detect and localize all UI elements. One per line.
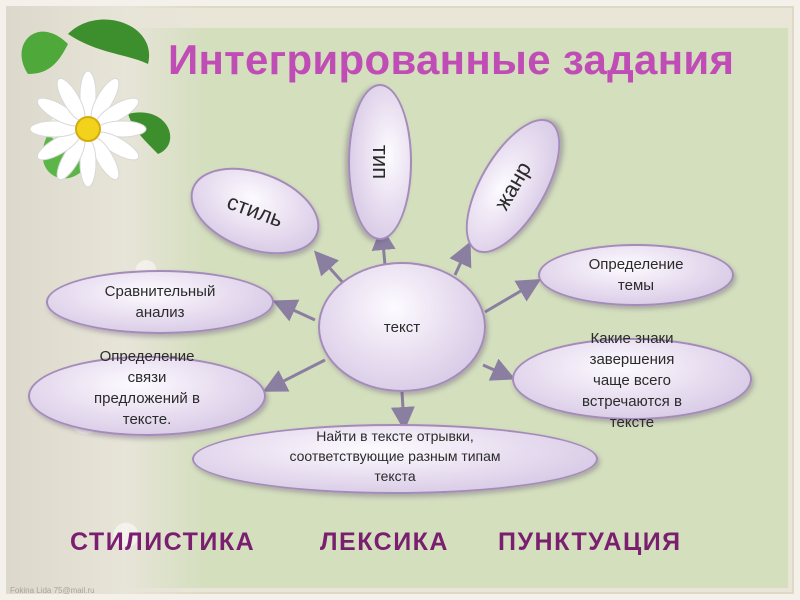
node-opredelenie-svyazi-label: Определение связи предложений в тексте. bbox=[94, 348, 200, 428]
node-kakie-znaki: Какие знаки завершения чаще всего встреч… bbox=[512, 330, 752, 431]
node-opredelenie-temy: Определение темы bbox=[538, 244, 734, 306]
node-stil-label: стиль bbox=[223, 188, 287, 233]
node-tip: тип bbox=[348, 84, 412, 240]
node-zhanr-label: жанр bbox=[488, 157, 537, 215]
node-naiti-label: Найти в тексте отрывки, соответствующие … bbox=[289, 428, 501, 484]
center-label: текст bbox=[383, 318, 421, 336]
section-leksika: ЛЕКСИКА bbox=[320, 528, 449, 556]
node-opredelenie-temy-label: Определение темы bbox=[588, 256, 684, 294]
center-node-text: текст bbox=[318, 262, 486, 392]
node-kakie-znaki-label: Какие знаки завершения чаще всего встреч… bbox=[582, 330, 682, 431]
node-sravnitelny: Сравнительный анализ bbox=[46, 270, 274, 334]
arrow-to-stil bbox=[313, 250, 347, 287]
section-punktuatsiya: ПУНКТУАЦИЯ bbox=[498, 528, 682, 556]
daisy-decoration-icon bbox=[21, 19, 171, 188]
arrow-to-zhanr bbox=[449, 241, 472, 276]
arrow-to-sravnitelny bbox=[272, 299, 316, 322]
arrow-to-opredelenie-temy bbox=[484, 278, 542, 314]
author-credit: Fokina Lida 75@mail.ru bbox=[10, 586, 95, 595]
node-naiti: Найти в тексте отрывки, соответствующие … bbox=[192, 424, 598, 494]
node-opredelenie-svyazi: Определение связи предложений в тексте. bbox=[28, 348, 266, 436]
node-tip-label: тип bbox=[368, 144, 393, 180]
page-title: Интегрированные задания bbox=[168, 36, 735, 83]
node-sravnitelny-label: Сравнительный анализ bbox=[104, 283, 216, 321]
arrow-to-opredelenie-svyazi bbox=[262, 358, 326, 392]
arrow-to-kakie-znaki bbox=[482, 358, 516, 381]
section-stilistika: СТИЛИСТИКА bbox=[70, 528, 256, 556]
arrow-to-naiti bbox=[390, 391, 415, 431]
